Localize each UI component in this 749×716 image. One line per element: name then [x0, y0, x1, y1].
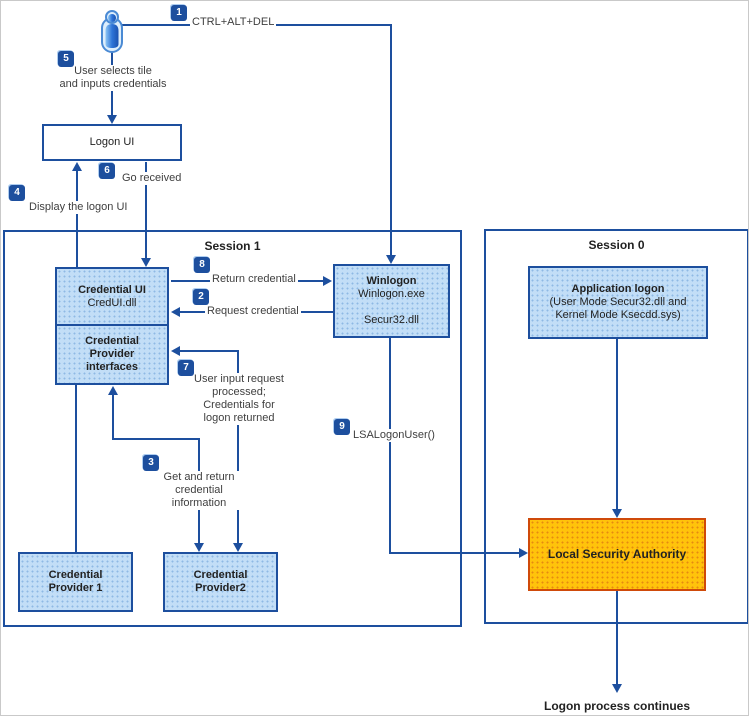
cpi-line1: Credential [85, 335, 139, 347]
application-logon-box: Application logon (User Mode Secur32.dll… [528, 266, 708, 339]
line-applogon-to-lsa [616, 338, 618, 510]
winlogon-box: Winlogon Winlogon.exe Secur32.dll [333, 264, 450, 338]
step-8-badge: 8 [194, 257, 210, 273]
credential-provider-interfaces-box: Credential Provider interfaces [55, 324, 169, 385]
step-4-badge: 4 [9, 185, 25, 201]
display-logon-ui-label: Display the logon UI [27, 201, 130, 214]
step-2-badge: 2 [193, 289, 209, 305]
local-security-authority-box: Local Security Authority [528, 518, 706, 591]
ctrl-alt-del-label: CTRL+ALT+DEL [190, 16, 277, 29]
cp1-line1: Credential [48, 569, 103, 581]
session-1-title: Session 1 [204, 239, 261, 253]
winlogon-subtitle2: Secur32.dll [363, 314, 420, 326]
winlogon-subtitle: Winlogon.exe [358, 288, 425, 300]
arrowhead-into-logon-ui-bottom [72, 162, 82, 171]
session-1-container: Session 1 [3, 230, 462, 627]
arrowhead-into-provider2-top-left [194, 543, 204, 552]
line-step3-vertical-a [112, 395, 114, 440]
arrowhead-into-provider2-top-right [233, 543, 243, 552]
credential-ui-box: Credential UI CredUI.dll [55, 267, 169, 326]
credential-ui-subtitle: CredUI.dll [87, 296, 137, 309]
arrowhead-into-credential-ui-right [171, 307, 180, 317]
lsalogonuser-label: LSALogonUser() [351, 429, 437, 442]
cpi-line3: interfaces [86, 361, 138, 373]
step-7-badge: 7 [178, 360, 194, 376]
arrowhead-into-lsa-left [519, 548, 528, 558]
session-0-title: Session 0 [588, 238, 645, 252]
step-3-badge: 3 [143, 455, 159, 471]
cp2-line2: Provider2 [195, 582, 246, 594]
line-step3-horizontal [112, 438, 200, 440]
credential-provider-2-box: Credential Provider2 [163, 552, 278, 612]
return-credential-label: Return credential [210, 273, 298, 286]
arrowhead-into-logon-ui-top [107, 115, 117, 124]
go-received-label: Go received [120, 172, 184, 185]
lsa-label: Local Security Authority [547, 547, 687, 561]
step-5-badge: 5 [58, 51, 74, 67]
cpi-line2: Provider [89, 348, 135, 360]
step-9-badge: 9 [334, 419, 350, 435]
line-step7-vertical [237, 350, 239, 543]
arrowhead-into-interfaces-bottom [108, 386, 118, 395]
line-lsa-continues [616, 590, 618, 684]
line-step7-horizontal [180, 350, 239, 352]
credential-provider-1-box: Credential Provider 1 [18, 552, 133, 612]
step-6-badge: 6 [99, 163, 115, 179]
application-logon-title: Application logon [571, 283, 665, 295]
arrowhead-into-interfaces-right [171, 346, 180, 356]
credential-ui-title: Credential UI [78, 283, 146, 296]
line-lsalogonuser-horizontal [389, 552, 519, 554]
arrowhead-logon-continues [612, 684, 622, 693]
line-ctrl-alt-del-down [390, 24, 392, 255]
arrowhead-into-credential-ui-top [141, 258, 151, 267]
logon-process-continues-label: Logon process continues [543, 699, 690, 713]
cp2-line1: Credential [193, 569, 248, 581]
step-1-badge: 1 [171, 5, 187, 21]
line-interfaces-to-provider1 [75, 385, 77, 552]
user-selects-tile-label: User selects tile and inputs credentials [51, 65, 175, 91]
request-credential-label: Request credential [205, 305, 301, 318]
line-display-logon-ui [76, 171, 78, 267]
logon-ui-box: Logon UI [42, 124, 182, 161]
line-go-received [145, 162, 147, 258]
get-and-return-label: Get and return credential information [137, 471, 261, 510]
line-lsalogonuser-vertical [389, 337, 391, 554]
arrowhead-into-lsa-top [612, 509, 622, 518]
logon-ui-label: Logon UI [89, 136, 135, 148]
winlogon-title: Winlogon [366, 275, 417, 287]
user-input-request-label: User input request processed; Credential… [177, 373, 301, 425]
arrowhead-into-winlogon-top [386, 255, 396, 264]
arrowhead-into-winlogon-left [323, 276, 332, 286]
user-icon [98, 8, 126, 59]
application-logon-line1: (User Mode Secur32.dll and [549, 296, 687, 308]
cp1-line2: Provider 1 [48, 582, 103, 594]
application-logon-line2: Kernel Mode Ksecdd.sys) [555, 309, 681, 321]
